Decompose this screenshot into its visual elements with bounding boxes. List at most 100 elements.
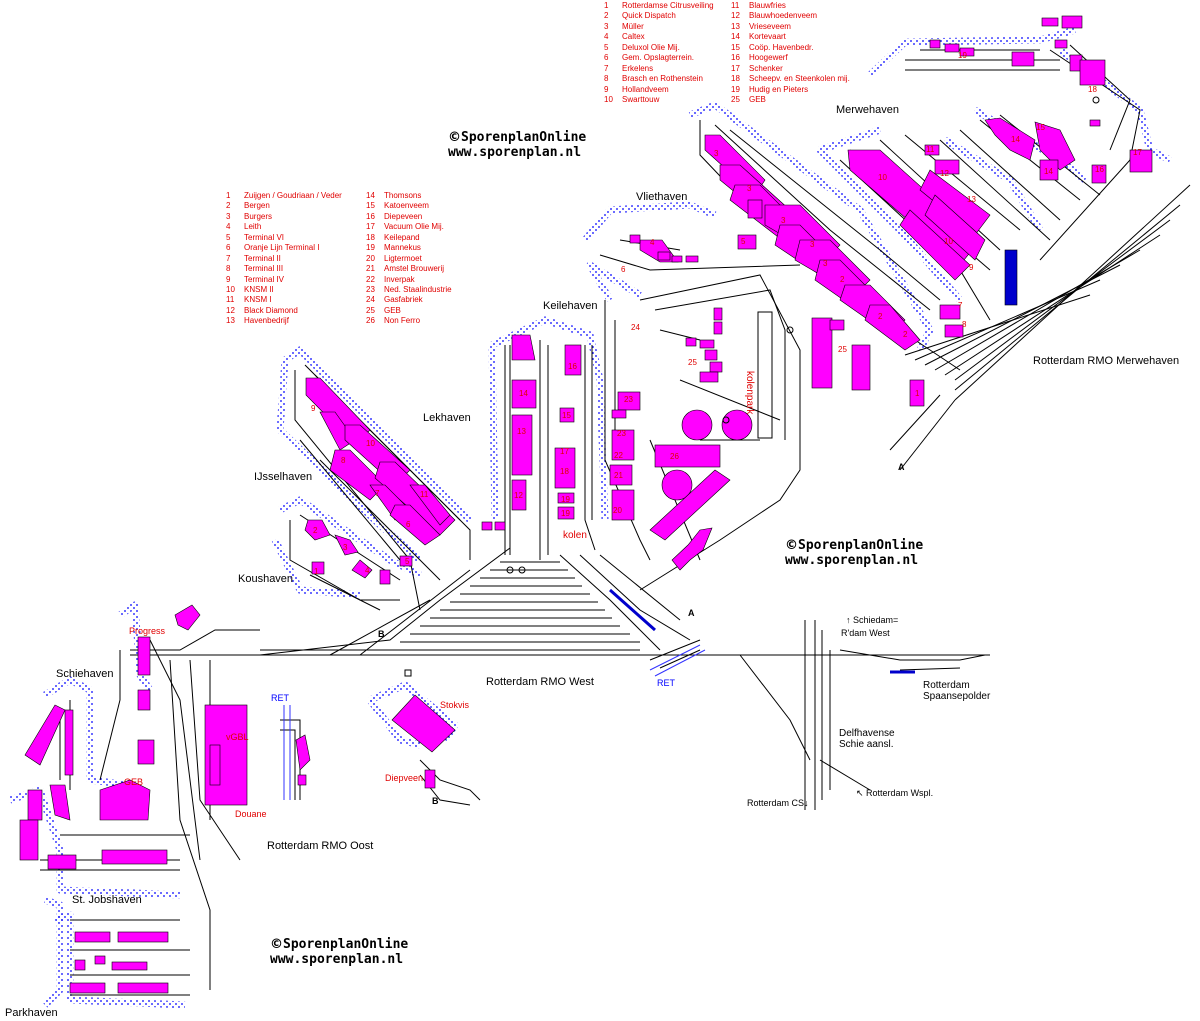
- label-rdam-wspl: ↖ Rotterdam Wspl.: [856, 788, 934, 798]
- track-marks: [404, 96, 1100, 677]
- svg-text:3: 3: [747, 184, 752, 193]
- label-schiedam: ↑ Schiedam=: [846, 615, 899, 625]
- svg-text:19: 19: [958, 51, 967, 60]
- label-rdam-cs: Rotterdam CS↓: [747, 798, 809, 808]
- svg-text:12: 12: [514, 491, 523, 500]
- svg-text:14: 14: [1044, 167, 1053, 176]
- svg-text:6: 6: [406, 520, 411, 529]
- svg-text:22: 22: [614, 451, 623, 460]
- svg-text:3: 3: [343, 543, 348, 552]
- ret-lines: [283, 644, 706, 800]
- label-douane: Douane: [235, 809, 267, 819]
- copyright-notice: ©SporenplanOnline www.sporenplan.nl: [270, 937, 409, 967]
- label-rmo-oost: Rotterdam RMO Oost: [267, 840, 374, 852]
- building-numbers: 3 3 3 5 3 3 2 2 2 4 6 10 11 12 13 10 9 1…: [311, 51, 1142, 576]
- marker-b-south: B: [432, 796, 439, 806]
- svg-text:10: 10: [366, 439, 375, 448]
- label-ijsselhaven: IJsselhaven: [254, 471, 313, 483]
- label-lekhaven: Lekhaven: [423, 412, 471, 424]
- label-diepveen: Diepveen: [385, 773, 424, 783]
- svg-text:26: 26: [670, 452, 679, 461]
- svg-text:25: 25: [688, 358, 697, 367]
- marker-a-south: A: [688, 608, 695, 618]
- svg-text:15: 15: [562, 411, 571, 420]
- copyright-notice: ©SporenplanOnline www.sporenplan.nl: [785, 538, 924, 568]
- svg-text:23: 23: [624, 395, 633, 404]
- label-koushaven: Koushaven: [238, 573, 294, 585]
- svg-text:13: 13: [967, 195, 976, 204]
- svg-text:4: 4: [650, 238, 655, 247]
- label-parkhaven: Parkhaven: [5, 1007, 58, 1019]
- label-ret-east: RET: [657, 678, 675, 688]
- label-geb: GEB: [124, 777, 144, 787]
- svg-text:13: 13: [517, 427, 526, 436]
- svg-text:8: 8: [962, 320, 967, 329]
- svg-text:2: 2: [903, 330, 908, 339]
- svg-text:3: 3: [823, 259, 828, 268]
- svg-text:1: 1: [314, 567, 319, 576]
- label-rmo-west: Rotterdam RMO West: [486, 676, 594, 688]
- svg-text:12: 12: [940, 169, 949, 178]
- label-kolenpark: kolenpark: [744, 371, 755, 415]
- svg-text:6: 6: [621, 265, 626, 274]
- svg-text:21: 21: [614, 471, 623, 480]
- svg-text:20: 20: [613, 506, 622, 515]
- label-delfshavense-1: Delfhavense: [839, 728, 895, 739]
- label-st-jobshaven: St. Jobshaven: [72, 894, 142, 906]
- svg-text:19: 19: [561, 509, 570, 518]
- svg-text:14: 14: [1011, 135, 1020, 144]
- svg-text:18: 18: [560, 467, 569, 476]
- marker-a-north: A: [898, 462, 905, 472]
- svg-text:14: 14: [519, 389, 528, 398]
- marker-b-west: B: [378, 629, 385, 639]
- label-rdam-west: R'dam West: [841, 628, 890, 638]
- label-schiehaven: Schiehaven: [56, 668, 114, 680]
- label-kolen: kolen: [563, 530, 587, 541]
- svg-text:10: 10: [878, 173, 887, 182]
- svg-text:4: 4: [365, 566, 370, 575]
- svg-text:9: 9: [311, 404, 316, 413]
- svg-text:17: 17: [560, 447, 569, 456]
- svg-text:23: 23: [617, 429, 626, 438]
- svg-text:3: 3: [714, 149, 719, 158]
- svg-text:3: 3: [781, 216, 786, 225]
- label-keilehaven: Keilehaven: [543, 300, 598, 312]
- svg-text:8: 8: [341, 456, 346, 465]
